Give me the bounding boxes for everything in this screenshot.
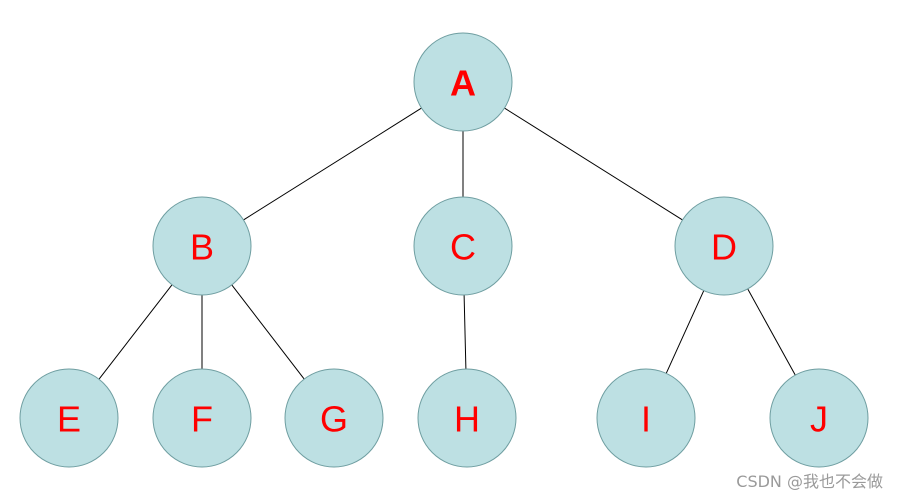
node-i: I [596, 368, 696, 468]
node-a: A [413, 32, 513, 132]
node-g-label: G [320, 399, 348, 440]
node-b: B [152, 196, 252, 296]
node-e-circle [19, 368, 119, 468]
node-d: D [674, 196, 774, 296]
node-i-label: I [641, 399, 651, 440]
node-j-label: J [810, 399, 828, 440]
node-f-label: F [191, 399, 213, 440]
node-a-circle [413, 32, 513, 132]
node-c-circle [413, 196, 513, 296]
node-d-circle [674, 196, 774, 296]
node-h-circle [417, 368, 517, 468]
edge-d-i [665, 290, 705, 374]
node-e-label: E [57, 399, 81, 440]
edge-d-j [747, 288, 796, 376]
node-c-label: C [450, 227, 476, 268]
node-f: F [152, 368, 252, 468]
node-b-circle [152, 196, 252, 296]
node-h-label: H [454, 399, 480, 440]
node-j-circle [769, 368, 869, 468]
node-g: G [284, 368, 384, 468]
node-e: E [19, 368, 119, 468]
node-j: J [769, 368, 869, 468]
node-d-label: D [711, 227, 737, 268]
edge-a-d [504, 107, 683, 221]
node-a-label: A [450, 63, 476, 104]
edge-b-e [98, 284, 173, 380]
nodes-layer: A B C D E F G H I J [19, 32, 869, 468]
edge-a-b [243, 107, 422, 221]
edge-c-h [463, 294, 467, 370]
node-i-circle [596, 368, 696, 468]
node-g-circle [284, 368, 384, 468]
edges-layer [98, 107, 796, 380]
edge-b-g [231, 284, 305, 380]
watermark: CSDN @我也不会做 [736, 472, 883, 491]
node-h: H [417, 368, 517, 468]
node-f-circle [152, 368, 252, 468]
node-c: C [413, 196, 513, 296]
node-b-label: B [190, 227, 214, 268]
